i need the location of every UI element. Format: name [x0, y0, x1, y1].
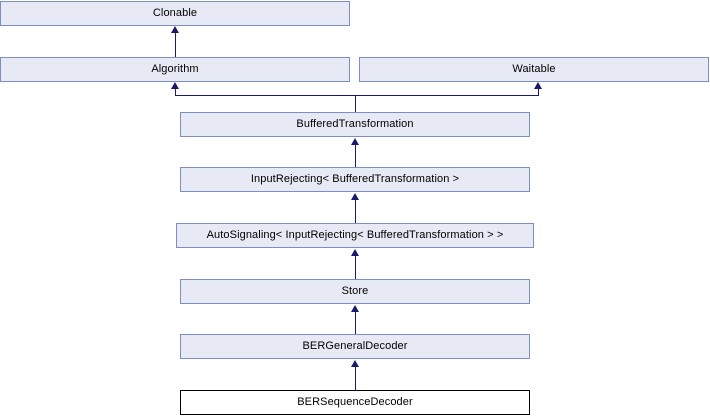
node-auto-signaling[interactable]: AutoSignaling< InputRejecting< BufferedT…	[176, 223, 534, 248]
edge-store-to-auto-signaling	[355, 255, 356, 279]
edge-algorithm-to-clonable	[175, 32, 176, 57]
node-label-ber-general-decoder: BERGeneralDecoder	[302, 340, 408, 352]
node-algorithm[interactable]: Algorithm	[0, 57, 350, 82]
arrowhead-auto-signaling	[351, 249, 359, 256]
edge-riser-algorithm	[175, 89, 176, 96]
edge-ber-general-decoder-to-store	[355, 311, 356, 334]
node-label-algorithm: Algorithm	[151, 63, 199, 75]
node-label-store: Store	[341, 285, 369, 297]
edge-riser-waitable	[538, 89, 539, 96]
arrowhead-ber-general-decoder	[351, 360, 359, 367]
node-clonable[interactable]: Clonable	[0, 1, 350, 26]
edge-drop-buffered-transformation	[355, 95, 356, 112]
node-input-rejecting[interactable]: InputRejecting< BufferedTransformation >	[180, 167, 530, 192]
node-label-clonable: Clonable	[152, 7, 198, 19]
node-ber-general-decoder[interactable]: BERGeneralDecoder	[180, 334, 530, 359]
edge-bus-buffered-transformation	[175, 95, 539, 96]
edge-auto-signaling-to-input-rejecting	[355, 199, 356, 223]
arrowhead-algorithm	[171, 82, 179, 89]
arrowhead-input-rejecting	[351, 193, 359, 200]
node-label-input-rejecting: InputRejecting< BufferedTransformation >	[250, 173, 460, 185]
node-buffered-transformation[interactable]: BufferedTransformation	[180, 112, 530, 137]
node-store[interactable]: Store	[180, 279, 530, 304]
node-label-ber-sequence-decoder: BERSequenceDecoder	[297, 396, 413, 408]
arrowhead-store	[351, 305, 359, 312]
node-label-waitable: Waitable	[512, 63, 556, 75]
node-waitable[interactable]: Waitable	[359, 57, 709, 82]
node-ber-sequence-decoder[interactable]: BERSequenceDecoder	[180, 390, 530, 415]
arrowhead-clonable	[171, 26, 179, 33]
arrowhead-buffered-transformation	[351, 138, 359, 145]
node-label-auto-signaling: AutoSignaling< InputRejecting< BufferedT…	[206, 229, 504, 241]
node-label-buffered-transformation: BufferedTransformation	[296, 118, 414, 130]
arrowhead-waitable	[534, 82, 542, 89]
edge-input-rejecting-to-buffered-transformation	[355, 144, 356, 167]
edge-ber-sequence-decoder-to-ber-general-decoder	[355, 366, 356, 390]
